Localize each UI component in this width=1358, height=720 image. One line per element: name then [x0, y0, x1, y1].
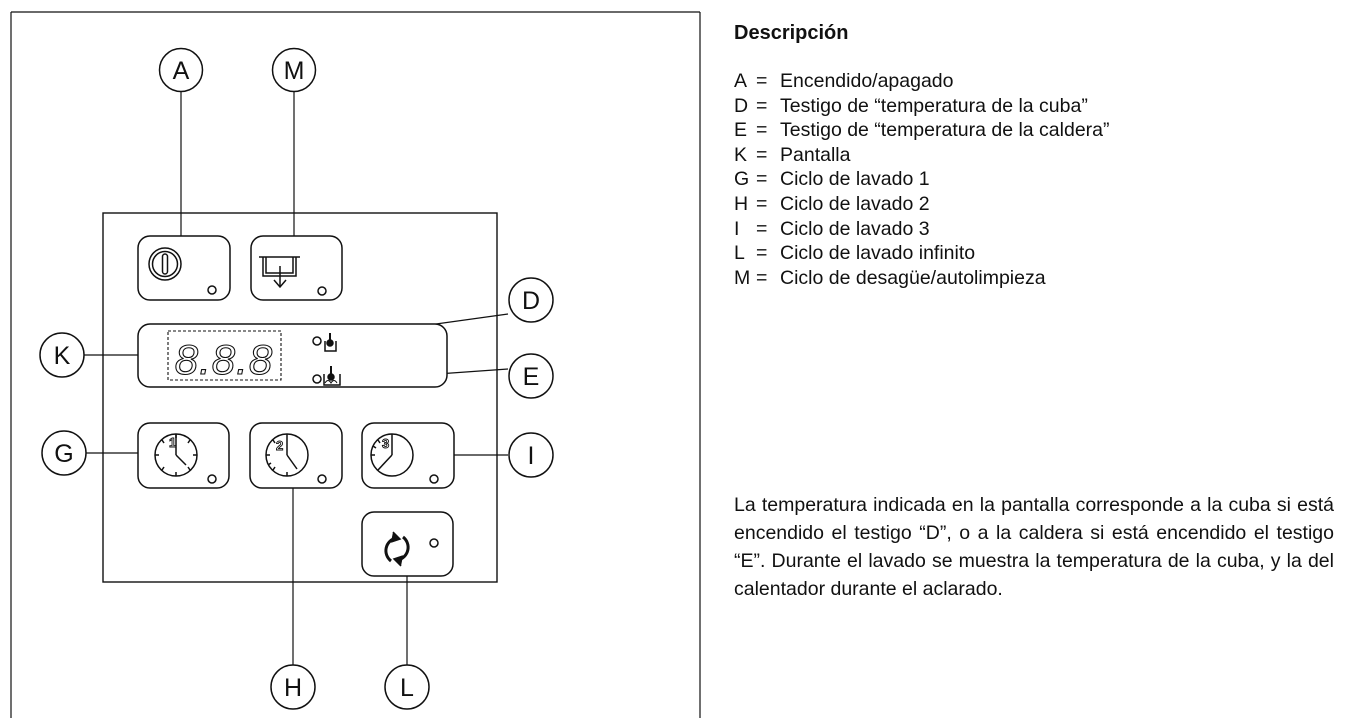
- infinite-cycle-led: [429, 538, 439, 548]
- legend-text: Encendido/apagado: [780, 70, 954, 92]
- legend-key: D: [734, 94, 749, 117]
- legend-item: A = Encendido/apagado: [734, 69, 1334, 94]
- callout-I: I: [508, 432, 554, 478]
- cycle-3-led: [429, 474, 439, 484]
- legend-text: Ciclo de desagüe/autolimpieza: [780, 266, 1046, 289]
- legend-item: L = Ciclo de lavado infinito: [734, 241, 1334, 266]
- drain-button[interactable]: [250, 235, 343, 301]
- legend-text: Ciclo de lavado infinito: [780, 242, 976, 265]
- temperature-note: La temperatura indicada en la pantalla c…: [734, 493, 1334, 600]
- drain-icon: [259, 256, 300, 289]
- svg-text:D: D: [522, 287, 540, 315]
- svg-text:A: A: [173, 57, 190, 85]
- callout-M: M: [271, 47, 317, 93]
- legend-item: I = Ciclo de lavado 3: [734, 217, 1334, 242]
- control-panel: [102, 212, 498, 583]
- svg-text:L: L: [400, 674, 414, 702]
- svg-text:I: I: [528, 442, 535, 470]
- svg-text:E: E: [523, 363, 540, 391]
- legend-text: Ciclo de lavado 2: [780, 192, 930, 215]
- legend-key: G: [734, 168, 750, 191]
- svg-text:2: 2: [276, 438, 283, 453]
- legend-item: D = Testigo de “temperatura de la cuba”: [734, 94, 1334, 119]
- legend-text: Testigo de “temperatura de la caldera”: [780, 119, 1110, 142]
- legend-text: Ciclo de lavado 1: [780, 168, 930, 191]
- legend-item: G = Ciclo de lavado 1: [734, 167, 1334, 192]
- legend-key: H: [734, 192, 749, 215]
- legend-item: K = Pantalla: [734, 143, 1334, 168]
- cycle-1-led: [207, 474, 217, 484]
- infinite-cycle-button[interactable]: [361, 511, 454, 577]
- display-digits: 8.8.8: [175, 336, 273, 383]
- legend-equals: =: [756, 242, 768, 265]
- callout-A: A: [158, 47, 204, 93]
- legend-item: E = Testigo de “temperatura de la caldera”: [734, 118, 1334, 143]
- legend-text: Pantalla: [780, 143, 851, 166]
- power-indicator-led: [207, 285, 217, 295]
- svg-text:G: G: [54, 440, 73, 468]
- callout-L: L: [384, 664, 430, 710]
- legend-key: L: [734, 242, 745, 265]
- thermometer-tank-icon: [324, 333, 337, 352]
- clock-3-icon: 3: [370, 433, 414, 477]
- callout-H: H: [270, 664, 316, 710]
- clock-1-icon: 1: [154, 433, 198, 477]
- wash-cycle-3-button[interactable]: 3: [361, 422, 455, 489]
- drain-indicator-led: [317, 286, 327, 296]
- power-icon: [148, 247, 182, 281]
- svg-text:1: 1: [169, 435, 176, 450]
- legend-key: E: [734, 119, 748, 142]
- digit-display: [167, 330, 282, 381]
- callout-D: D: [508, 277, 554, 323]
- svg-text:H: H: [284, 674, 302, 702]
- legend-equals: =: [756, 192, 768, 215]
- callout-E: E: [508, 353, 554, 399]
- refresh-icon: [384, 531, 410, 567]
- svg-text:3: 3: [382, 436, 389, 451]
- legend-equals: =: [756, 70, 768, 92]
- display-panel: 8.8.8: [137, 323, 448, 388]
- legend-key: K: [734, 143, 748, 166]
- thermometer-boiler-icon: [323, 366, 341, 386]
- callout-G: G: [41, 430, 87, 476]
- legend-equals: =: [756, 143, 768, 166]
- callout-K: K: [39, 332, 85, 378]
- legend-text: Ciclo de lavado 3: [780, 217, 930, 240]
- svg-text:K: K: [54, 342, 71, 370]
- boiler-temp-led: [312, 374, 322, 384]
- legend-item: H = Ciclo de lavado 2: [734, 192, 1334, 217]
- legend-equals: =: [756, 119, 768, 142]
- cycle-2-led: [317, 474, 327, 484]
- legend-key: A: [734, 70, 748, 92]
- tank-temp-led: [312, 336, 322, 346]
- legend-key: I: [734, 217, 740, 240]
- svg-text:M: M: [284, 57, 305, 85]
- wash-cycle-2-button[interactable]: 2: [249, 422, 343, 489]
- legend-equals: =: [756, 266, 768, 289]
- description-title: Descripción: [734, 22, 849, 44]
- legend-equals: =: [756, 94, 768, 117]
- power-button[interactable]: [137, 235, 231, 301]
- legend-equals: =: [756, 168, 768, 191]
- legend-equals: =: [756, 217, 768, 240]
- wash-cycle-1-button[interactable]: 1: [137, 422, 230, 489]
- legend-item: M= Ciclo de desagüe/autolimpieza: [734, 266, 1334, 291]
- legend-key: M: [734, 266, 751, 289]
- clock-2-icon: 2: [265, 433, 309, 477]
- legend-text: Testigo de “temperatura de la cuba”: [780, 94, 1088, 117]
